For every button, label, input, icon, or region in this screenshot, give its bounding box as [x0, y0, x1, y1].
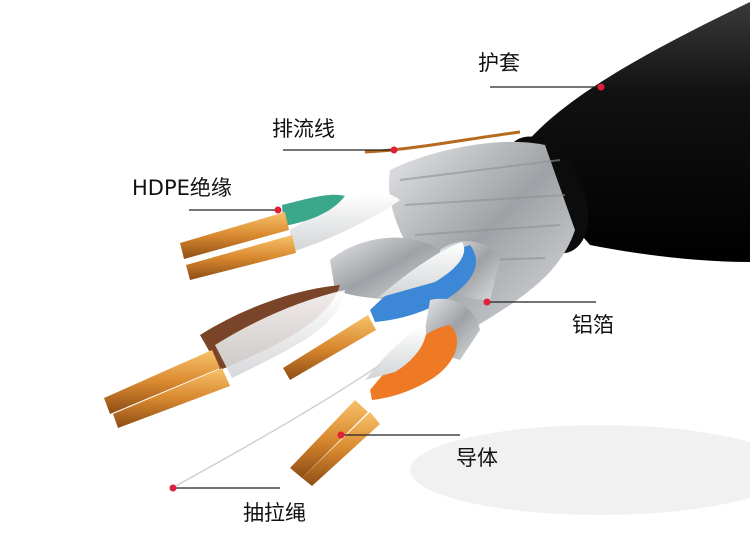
drain-wire: [364, 130, 521, 154]
label-conductor: 导体: [456, 446, 498, 470]
marker-dots: [169, 83, 605, 492]
pair-orange: [290, 298, 480, 486]
pair-brown: [104, 237, 440, 428]
pair-blue: [370, 241, 500, 322]
leader-lines: [173, 86, 601, 489]
label-hdpe-insulation: HDPE绝缘: [132, 176, 232, 200]
pair-green: [180, 192, 400, 280]
rip-cord: [171, 364, 381, 489]
label-jacket: 护套: [478, 51, 520, 75]
label-aluminum-foil: 铝箔: [572, 313, 614, 337]
label-drain-wire: 排流线: [272, 117, 335, 141]
floor-shadow: [410, 425, 750, 515]
label-rip-cord: 抽拉绳: [243, 501, 306, 525]
